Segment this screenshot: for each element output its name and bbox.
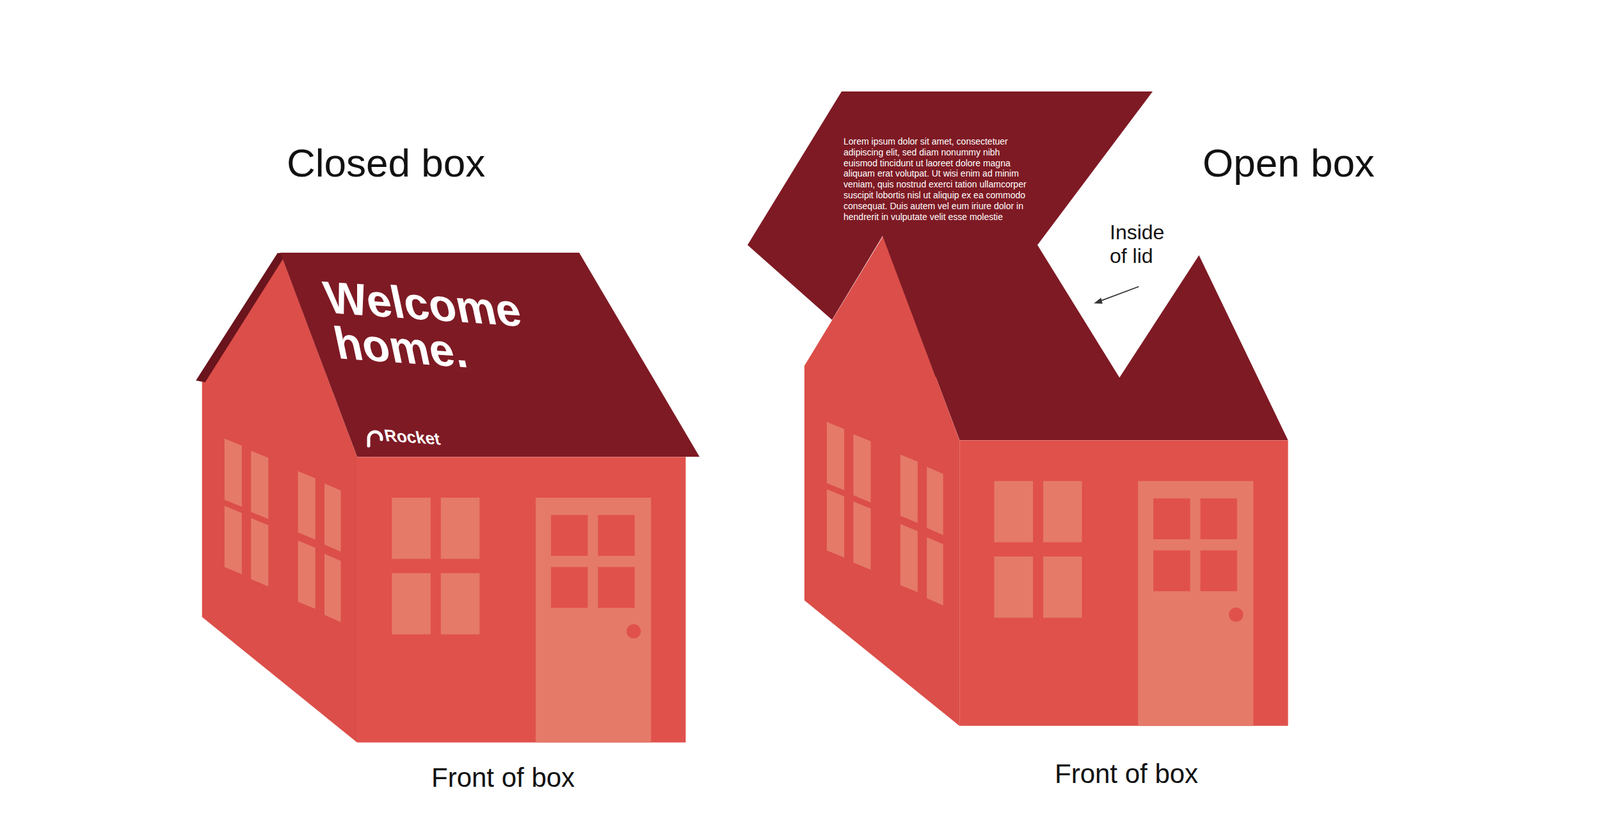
open-lid: Lorem ipsum dolor sit amet, consectetuer… [747, 91, 1153, 378]
shape-outline [747, 91, 1153, 378]
logo-icon [368, 432, 382, 447]
callout-label: Inside of lid [1109, 220, 1187, 269]
shape-fill [747, 91, 1153, 378]
closed-roof: Welcome home. Rocket [280, 252, 700, 457]
shape-fill [280, 252, 700, 457]
lid-body-text: Lorem ipsum dolor sit amet, consectetuer… [843, 136, 1033, 223]
face-caption: Front of box [431, 762, 575, 794]
brand-logo: Rocket [382, 426, 442, 448]
roof-headline: Welcome home. [320, 274, 595, 384]
view-title: Open box [1202, 140, 1375, 186]
view-title: Closed box [286, 140, 486, 186]
face-caption: Front of box [1054, 759, 1199, 790]
